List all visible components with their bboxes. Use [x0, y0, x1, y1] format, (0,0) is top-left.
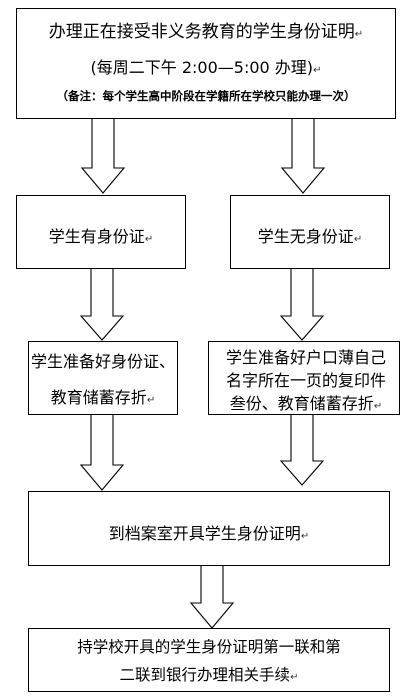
branch-left-label: 学生有身份证 [48, 227, 145, 246]
header-note: （备注：每个学生高中阶段在学籍所在学校只能办理一次） [56, 89, 356, 103]
paragraph-mark: ↵ [300, 531, 310, 542]
prep-right-box: 学生准备好户口薄自己 名字所在一页的复印件 叁份、教育储蓄存折↵ [208, 341, 400, 415]
prep-right-line3: 叁份、教育储蓄存折 [229, 394, 374, 413]
prep-left-line2: 教育储蓄存折 [50, 388, 147, 407]
branch-right-label: 学生无身份证 [257, 227, 354, 246]
arrow-left-prep-to-archive [79, 413, 125, 491]
header-title: 办理正在接受非义务教育的学生身份证明 [48, 22, 355, 42]
arrow-right-prep-to-archive [279, 413, 325, 486]
paragraph-mark: ↵ [313, 65, 322, 76]
final-line1: 持学校开具的学生身份证明第一联和第 [77, 638, 341, 656]
paragraph-mark: ↵ [146, 395, 156, 406]
archive-label: 到档案室开具学生身份证明 [108, 524, 301, 543]
paragraph-mark: ↵ [290, 672, 299, 683]
arrow-header-to-right [280, 117, 326, 194]
paragraph-mark: ↵ [144, 234, 154, 245]
arrow-archive-to-final [189, 564, 235, 629]
arrow-right-branch-to-prep [279, 267, 325, 341]
prep-left-box: 学生准备好身份证、 教育储蓄存折↵ [28, 341, 178, 415]
branch-right-box: 学生无身份证↵ [230, 195, 390, 269]
prep-right-line2: 名字所在一页的复印件 [225, 371, 386, 390]
prep-right-line1: 学生准备好户口薄自己 [225, 348, 386, 367]
header-hours: (每周二下午 2:00—5:00 办理) [90, 58, 314, 77]
paragraph-mark: ↵ [354, 29, 364, 40]
final-line2: 二联到银行办理相关手续 [119, 666, 291, 684]
paragraph-mark: ↵ [373, 401, 383, 412]
arrow-left-branch-to-prep [79, 267, 125, 341]
paragraph-mark: ↵ [353, 234, 363, 245]
final-box: 持学校开具的学生身份证明第一联和第 二联到银行办理相关手续↵ [28, 628, 390, 692]
header-box: 办理正在接受非义务教育的学生身份证明↵ (每周二下午 2:00—5:00 办理)… [16, 8, 396, 119]
prep-left-line1: 学生准备好身份证、 [30, 352, 175, 371]
arrow-header-to-left [80, 117, 126, 194]
archive-box: 到档案室开具学生身份证明↵ [28, 491, 390, 566]
branch-left-box: 学生有身份证↵ [16, 195, 186, 269]
